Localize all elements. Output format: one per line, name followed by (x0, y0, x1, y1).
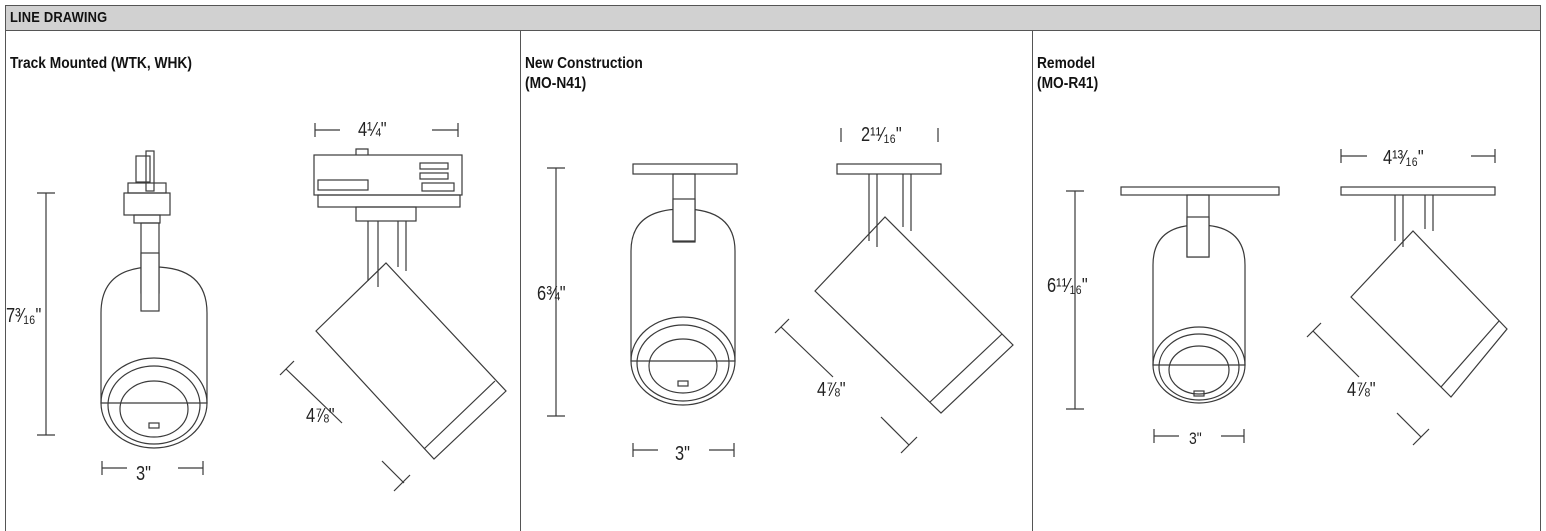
top-width-dimension: 4¼" (358, 119, 387, 141)
section-title: LINE DRAWING (10, 9, 108, 26)
lens (119, 380, 189, 438)
length-dimension: 4⅞" (306, 405, 335, 427)
height-dimension: 6¹¹⁄₁₆" (1047, 275, 1088, 297)
length-dimension: 4⅞" (1347, 379, 1376, 401)
panel-title-line1: New Construction (525, 55, 643, 72)
track-mounted-drawing (37, 123, 507, 492)
canopy-plate (632, 163, 738, 175)
lens-ring-outer (1152, 326, 1246, 404)
panel-title: Remodel (MO-R41) (1037, 54, 1098, 94)
panel-remodel: Remodel (MO-R41) (1033, 31, 1540, 531)
panel-new-construction: New Construction (MO-N41) (521, 31, 1033, 531)
track-adapter-body (123, 192, 171, 216)
remodel-drawing (1066, 149, 1508, 446)
rotated-cylinder (315, 262, 507, 460)
rotated-cylinder (1350, 230, 1508, 398)
top-width-dimension: 2¹¹⁄₁₆" (861, 124, 902, 146)
line-drawing-section: LINE DRAWING Track Mounted (WTK, WHK) (5, 5, 1541, 531)
lens-ring-outer (630, 316, 736, 406)
lens (648, 338, 718, 394)
panel-title-line2: (MO-R41) (1037, 75, 1099, 92)
length-dimension: 4⅞" (817, 379, 846, 401)
width-dimension: 3" (1189, 429, 1202, 448)
section-header: LINE DRAWING (6, 6, 1540, 31)
height-dimension: 7³⁄₁₆" (6, 305, 42, 327)
track-housing (313, 154, 463, 196)
panel-title-line1: Track Mounted (WTK, WHK) (10, 55, 192, 72)
width-dimension: 3" (136, 463, 151, 485)
top-width-dimension: 4¹³⁄₁₆" (1383, 147, 1424, 169)
side-canopy-plate (1340, 186, 1496, 196)
canopy-plate (1120, 186, 1280, 196)
side-canopy-plate (836, 163, 942, 175)
track-adapter-top (135, 155, 151, 183)
width-dimension: 3" (675, 443, 690, 465)
rotated-cylinder (814, 216, 1014, 414)
lens-ring-outer (100, 357, 208, 449)
panel-title-line1: Remodel (1037, 55, 1096, 72)
height-dimension: 6¾" (537, 283, 566, 305)
panel-title-line2: (MO-N41) (525, 75, 587, 92)
panel-title: New Construction (MO-N41) (525, 54, 643, 94)
panel-title: Track Mounted (WTK, WHK) (10, 54, 192, 74)
lens (1168, 345, 1230, 395)
panel-track-mounted: Track Mounted (WTK, WHK) (6, 31, 521, 531)
new-construction-drawing (547, 128, 1014, 457)
